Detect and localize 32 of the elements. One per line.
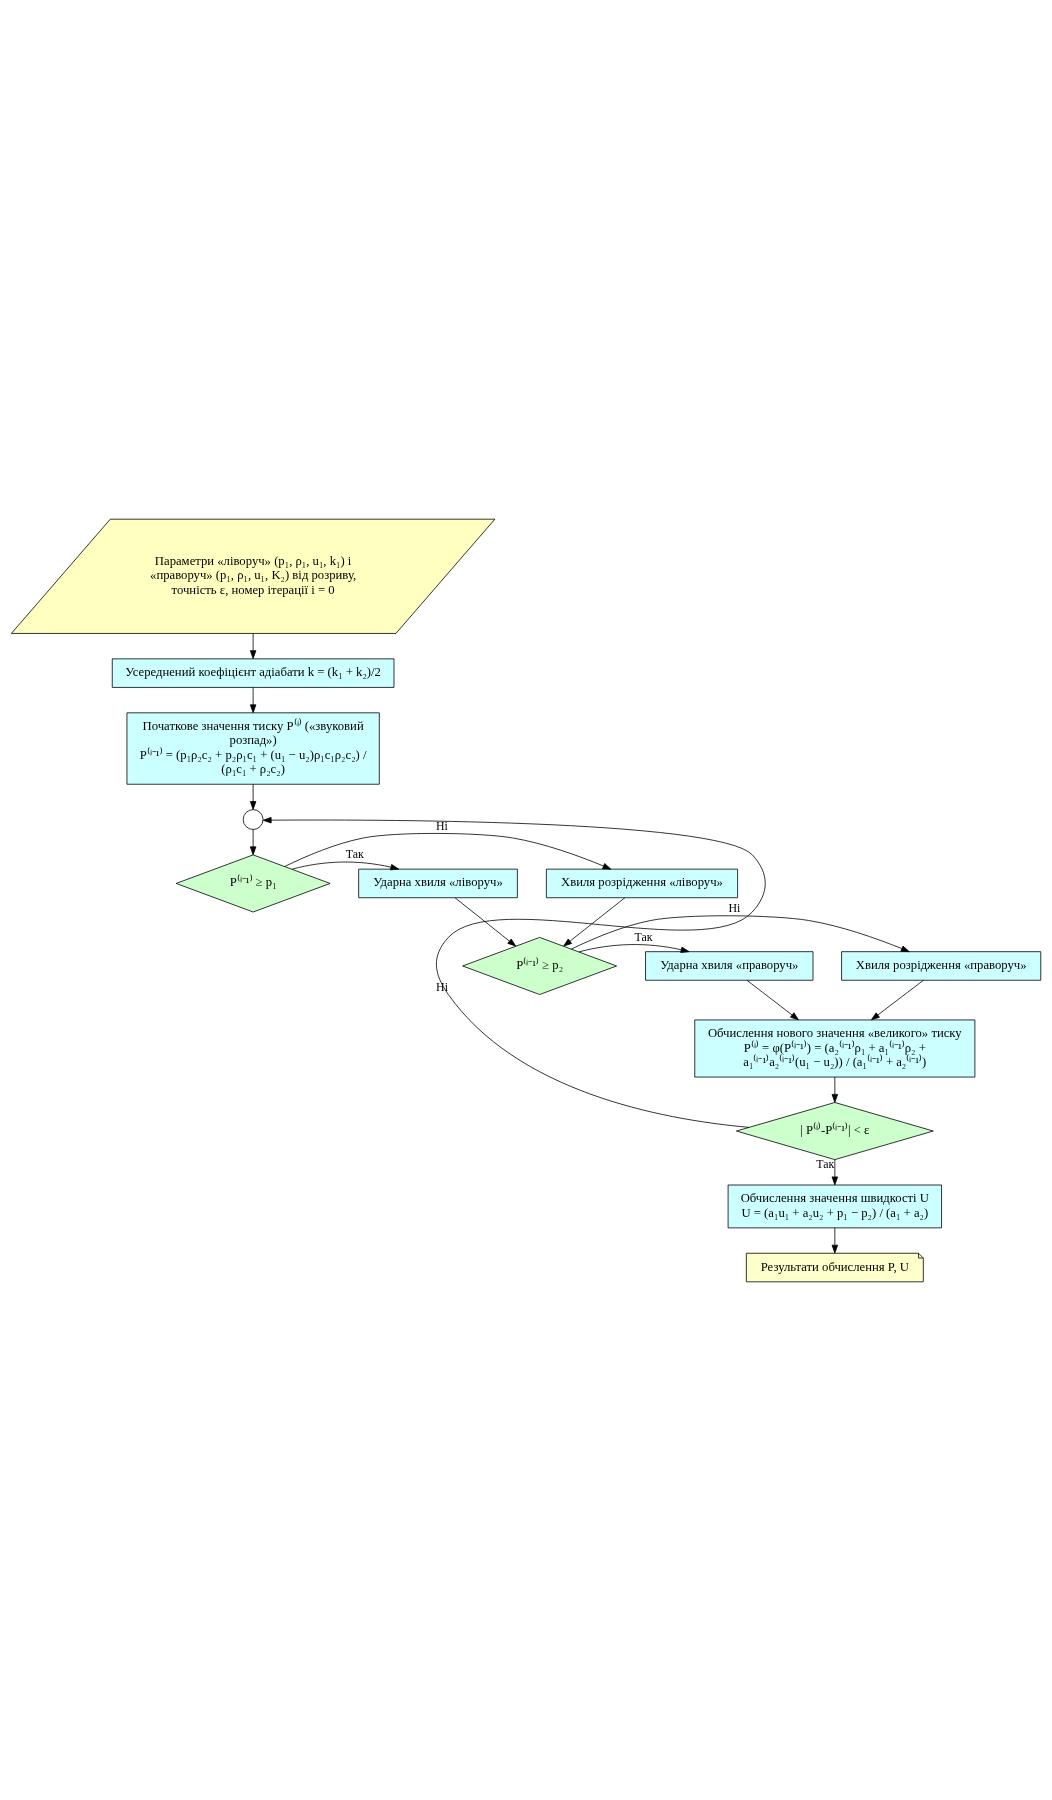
edge-label: Ні bbox=[435, 818, 448, 833]
arrow bbox=[249, 828, 257, 855]
node-box: Хвиля розрідження «праворуч» bbox=[841, 950, 1042, 981]
arrow bbox=[578, 943, 690, 953]
arrow bbox=[571, 914, 910, 952]
edge-label: Так bbox=[345, 846, 364, 861]
arrow bbox=[871, 979, 924, 1020]
node-box: Обчислення нового значення «великого» тиску P⁽ⁱ⁾ = φ(P⁽ⁱ⁻¹⁾) = (a₂⁽ⁱ⁻¹⁾ρ₁ + a₁⁽ⁱ⁻¹⁾ρ₂ + a₁⁽ⁱ⁻¹⁾a₂⁽ⁱ⁻¹⁾(u₁ − u₂)) / (a₁⁽ⁱ⁻¹⁾ + a₂⁽ⁱ⁻¹⁾) bbox=[694, 1019, 976, 1077]
edge-label: Так bbox=[634, 929, 653, 944]
node-box: Ударна хвиля «ліворуч» bbox=[358, 868, 518, 898]
arrow bbox=[291, 861, 400, 870]
arrow bbox=[831, 1076, 838, 1103]
node-box: Хвиля розрідження «ліворуч» bbox=[545, 868, 738, 898]
node-box: Обчислення значення швидкості U U = (a₁u₁ + a₂u₂ + p₁ − p₂) / (a₁ + a₂) bbox=[727, 1184, 942, 1228]
arrow bbox=[831, 1227, 838, 1253]
edge-label: Ні bbox=[436, 979, 448, 994]
arrow bbox=[746, 979, 799, 1020]
node-diamond: | P⁽ⁱ⁾-P⁽ⁱ⁻¹⁾| < ε bbox=[736, 1101, 934, 1160]
arrow bbox=[262, 816, 766, 1128]
arrow bbox=[249, 632, 257, 659]
node-box: Ударна хвиля «праворуч» bbox=[645, 950, 814, 981]
arrow bbox=[831, 1158, 838, 1185]
edge-label: Ні bbox=[728, 900, 741, 915]
arrow bbox=[284, 832, 612, 870]
node-diamond: P⁽ⁱ⁻¹⁾ ≥ p₁ bbox=[175, 853, 331, 912]
node-circle bbox=[242, 808, 264, 830]
node-box: Початкове значення тиску P⁽ⁱ⁾ («звуковий розпад») P⁽ⁱ⁻¹⁾ = (p₁ρ₂c₂ + p₂ρ₁c₁ + (u₁ − u₂)ρ₁c₁ρ₂c₂) / (ρ₁c₁ + ρ₂c₂) bbox=[126, 711, 380, 785]
arrow bbox=[454, 896, 517, 946]
arrow bbox=[249, 783, 257, 810]
arrow bbox=[563, 896, 626, 946]
arrow bbox=[249, 686, 257, 713]
node-box: Усереднений коефіцієнт адіабати k = (k₁ + k₂)/2 bbox=[111, 657, 395, 688]
